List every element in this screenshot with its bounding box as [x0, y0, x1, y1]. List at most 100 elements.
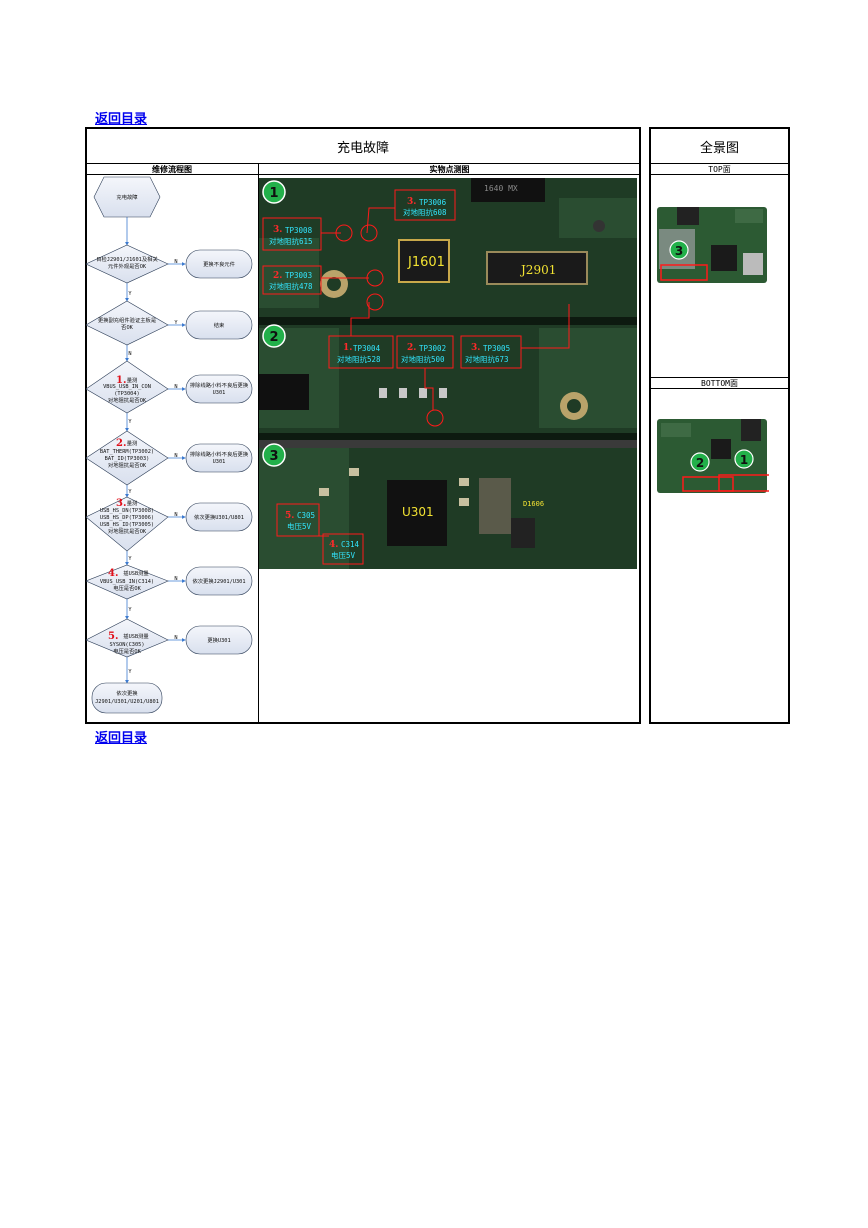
column-divider	[258, 163, 259, 723]
flow-q7-line1: SYSON(C305)	[109, 642, 144, 648]
callout-box-tp3003	[262, 265, 322, 295]
flow-yes-3: Y	[128, 419, 132, 425]
flow-q2-line1: 更换副充组件验证主板是	[98, 316, 157, 324]
callout-box-c305	[276, 503, 320, 537]
flow-yes-7: Y	[128, 669, 132, 675]
flow-yes-1: Y	[128, 291, 132, 297]
callout-code-tp3004: TP3004	[353, 344, 381, 353]
callout-code-c305: C305	[297, 511, 315, 520]
flow-yes-2: Y	[174, 320, 178, 326]
top-side-label: TOP面	[708, 165, 731, 174]
main-table	[85, 127, 641, 724]
callout-num-tp3008: 3.	[273, 225, 282, 235]
photo-badge-1-label: 1	[269, 186, 278, 201]
flow-yes-4: Y	[128, 489, 132, 495]
flow-q3-line3: 对地阻抗是否OK	[108, 396, 147, 404]
flow-a3-line1: 排除线路小料不良后更换	[190, 381, 249, 389]
flow-q4-lead: 量测	[127, 439, 138, 447]
flow-a3-line2: U301	[213, 390, 226, 396]
overview-mid-divider-2	[650, 388, 789, 389]
flow-a2-label: 结束	[214, 321, 225, 329]
flow-end-line2: J2901/U301/U201/U801	[95, 699, 159, 705]
flow-action-5	[185, 502, 253, 532]
flow-end-line1: 依次更换	[116, 689, 138, 697]
photo-badge-1	[262, 180, 286, 204]
flow-no-1: N	[174, 259, 177, 265]
photo-badge-3	[262, 443, 286, 467]
flow-action-4	[185, 443, 253, 473]
flow-decision-3	[86, 360, 169, 414]
flow-start-shape	[93, 176, 161, 218]
callout-num-tp3002: 2.	[407, 343, 416, 353]
flow-q5-line2: USB_HS_DP(TP3006)	[100, 515, 154, 521]
flow-q3-lead: 量测	[127, 376, 138, 384]
callout-num-c314: 4.	[329, 540, 338, 550]
chip-j2901: J2901	[519, 263, 556, 277]
top-overview-badge	[669, 240, 689, 260]
callout-code-tp3006: TP3006	[419, 198, 447, 207]
callout-code-tp3002: TP3002	[419, 344, 446, 353]
flow-q3-line1: VBUS_USB_IN_CON	[103, 384, 151, 390]
callout-box-tp3002	[396, 335, 454, 369]
flow-end-shape	[91, 682, 163, 714]
callout-box-tp3006	[394, 189, 456, 221]
callout-code-tp3008: TP3008	[285, 226, 313, 235]
chip-j1601: J1601	[407, 255, 445, 270]
flow-a4-line1: 排除线路小料不良后更换	[190, 450, 249, 458]
flow-q7-number: 5.	[108, 631, 118, 642]
back-to-contents-link-top[interactable]: 返回目录	[95, 112, 148, 127]
callout-text-tp3005: 对地阻抗673	[465, 354, 509, 364]
subheader-divider	[86, 174, 640, 175]
bottom-overview-badge-2-label: 2	[696, 456, 704, 470]
callout-text-tp3003: 对地阻抗478	[269, 281, 313, 291]
overview-sub-divider	[650, 174, 789, 175]
callout-box-tp3008	[262, 217, 322, 251]
flow-action-6	[185, 566, 253, 596]
flow-no-3: N	[174, 384, 177, 390]
callout-code-tp3005: TP3005	[483, 344, 510, 353]
flow-q6-lead: 插USB测量	[123, 569, 149, 577]
overview-header-divider	[650, 163, 789, 164]
flow-column-header: 维修流程图	[152, 164, 192, 174]
flow-q1-line1: 目检J2901/J1601及相关	[96, 255, 158, 263]
bottom-overview-badge-2	[690, 452, 710, 472]
flow-decision-5	[86, 496, 169, 552]
callout-code-c314: C314	[341, 540, 360, 549]
flow-q4-line3: 对地阻抗是否OK	[108, 461, 147, 469]
flow-a1-label: 更换不良元件	[203, 260, 235, 268]
flow-q4-line1: BAT_THERM(TP3002)	[100, 449, 154, 455]
main-title: 充电故障	[336, 141, 389, 156]
callout-box-c314	[322, 533, 364, 565]
callout-num-tp3006: 3.	[407, 197, 416, 207]
flow-yes-6: Y	[128, 607, 132, 613]
flow-q5-line3: USB_HS_ID(TP3005)	[100, 522, 154, 528]
overview-table	[649, 127, 790, 724]
flow-q4-line2: BAT_ID(TP3003)	[105, 456, 150, 462]
callout-text-tp3006: 对地阻抗608	[403, 207, 447, 217]
flow-action-2	[185, 310, 253, 340]
callout-text-c314: 电压5V	[331, 550, 356, 560]
callout-num-tp3003: 2.	[273, 271, 282, 281]
flow-q7-lead: 插USB测量	[123, 632, 149, 640]
flow-yes-5: Y	[128, 556, 132, 562]
header-divider	[86, 163, 640, 164]
flow-q6-line2: 电压是否OK	[113, 584, 141, 592]
top-overview-badge-label: 3	[675, 244, 683, 258]
flow-q6-line1: VBUS_USB_IN(C314)	[100, 579, 154, 585]
callout-box-tp3005	[460, 335, 522, 369]
bottom-side-label: BOTTOM面	[701, 379, 738, 388]
flow-q3-line2: (TP3004)	[114, 391, 140, 397]
flow-decision-6	[86, 564, 169, 600]
photo-column-header: 实物点测图	[429, 164, 470, 174]
bottom-overview-badge-1	[734, 449, 754, 469]
back-to-contents-link-bottom[interactable]: 返回目录	[95, 731, 148, 746]
callout-num-tp3005: 3.	[471, 343, 480, 353]
chip-d1606: D1606	[523, 500, 544, 508]
flow-action-1	[185, 249, 253, 279]
flow-q5-lead: 量测	[127, 499, 138, 507]
callout-text-c305: 电压5V	[287, 521, 312, 531]
flow-q6-number: 4.	[108, 568, 118, 579]
bottom-overview-badge-1-label: 1	[740, 453, 748, 467]
callout-text-tp3004: 对地阻抗528	[337, 354, 381, 364]
photo-badge-3-label: 3	[269, 449, 278, 464]
